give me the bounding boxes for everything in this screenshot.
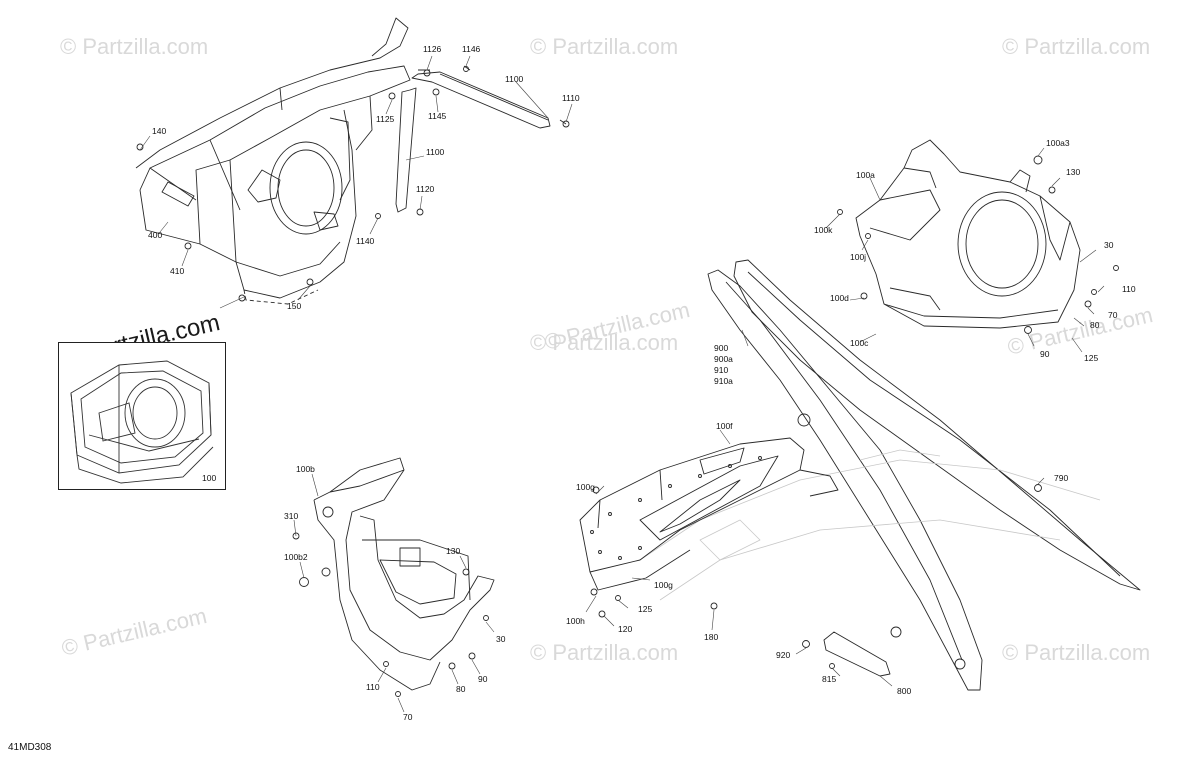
center-bar-drawing	[707, 259, 1141, 691]
watermark: © Partzilla.com	[60, 34, 209, 59]
callout-910: 910	[714, 365, 729, 375]
callout-790: 790	[1054, 473, 1069, 483]
callout-900a: 900a	[714, 354, 733, 364]
watermark: © Partzilla.com	[530, 330, 679, 355]
watermark: © Partzilla.com	[530, 640, 679, 665]
callout-110: 110	[1122, 284, 1136, 294]
callout-100a: 100a	[856, 170, 875, 180]
ghost-body-drawing	[639, 449, 1101, 601]
upper-right-frame-drawing	[837, 139, 1119, 334]
callout-130: 130	[446, 546, 461, 556]
callout-125: 125	[1084, 353, 1099, 363]
callout-100k: 100k	[814, 225, 833, 235]
watermark: © Partzilla.com	[1002, 34, 1151, 59]
callout-100f: 100f	[716, 421, 733, 431]
callout-1140: 1140	[356, 236, 375, 246]
links-drawing	[136, 65, 570, 302]
callout-30: 30	[1104, 240, 1114, 250]
callout-90: 90	[478, 674, 488, 684]
callout-1145: 1145	[428, 111, 447, 121]
callout-310: 310	[284, 511, 299, 521]
callout-80: 80	[1090, 320, 1100, 330]
inset-box: 100	[58, 342, 226, 490]
callout-100g: 100g	[654, 580, 673, 590]
callout-30: 30	[496, 634, 506, 644]
callout-110: 110	[366, 682, 380, 692]
callout-1110: 1110	[562, 93, 580, 103]
callout-1100: 1100	[505, 74, 524, 84]
callout-125: 125	[638, 604, 653, 614]
callout-150: 150	[287, 301, 302, 311]
callout-410: 410	[170, 266, 185, 276]
callout-1126: 1126	[423, 44, 442, 54]
callout-1125: 1125	[376, 114, 395, 124]
callout-815: 815	[822, 674, 837, 684]
callout-90: 90	[1040, 349, 1050, 359]
callout-900: 900	[714, 343, 729, 353]
center-plate-drawing	[579, 437, 839, 618]
leader-lines	[139, 55, 1105, 713]
callout-180: 180	[704, 632, 719, 642]
callout-1100: 1100	[426, 147, 445, 157]
watermark: © Partzilla.com	[530, 34, 679, 59]
callout-70: 70	[403, 712, 413, 722]
callout-100c: 100c	[850, 338, 869, 348]
callout-100a3: 100a3	[1046, 138, 1070, 148]
callout-100g: 100g	[576, 482, 595, 492]
lower-frame-drawing	[292, 457, 495, 697]
callout-120: 120	[618, 624, 633, 634]
watermark: © Partzilla.com	[1002, 640, 1151, 665]
callout-100: 100	[202, 473, 217, 483]
callout-100b2: 100b2	[284, 552, 308, 562]
callout-100j: 100j	[850, 252, 867, 262]
callout-800: 800	[897, 686, 912, 696]
callout-100d: 100d	[830, 293, 849, 303]
upper-left-frame-drawing	[135, 17, 411, 305]
inset-frame-drawing	[70, 360, 214, 484]
callout-140: 140	[152, 126, 167, 136]
callout-100h: 100h	[566, 616, 585, 626]
callout-70: 70	[1108, 310, 1118, 320]
callout-920: 920	[776, 650, 791, 660]
callout-400: 400	[148, 230, 163, 240]
callout-100b: 100b	[296, 464, 315, 474]
lower-right-link-drawing	[802, 484, 1042, 677]
callout-910a: 910a	[714, 376, 733, 386]
callout-1146: 1146	[462, 44, 481, 54]
callout-130: 130	[1066, 167, 1081, 177]
diagram-code: 41MD308	[8, 742, 52, 753]
callout-80: 80	[456, 684, 466, 694]
callout-1120: 1120	[416, 184, 435, 194]
